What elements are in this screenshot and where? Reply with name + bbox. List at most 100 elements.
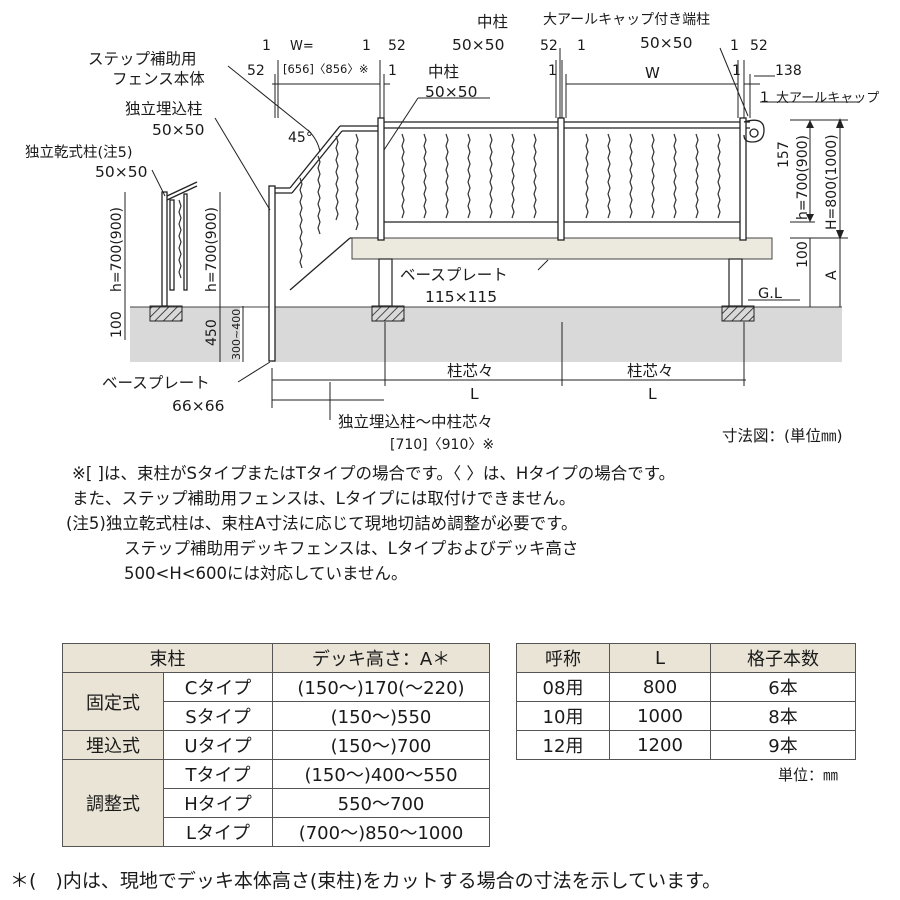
dim-52-d: 52: [750, 38, 768, 54]
deck-support-post-1: [378, 258, 393, 307]
lattice-bar-10: [629, 133, 633, 219]
table-row: Sタイプ (150～)550: [63, 701, 490, 731]
big-r-cap-shape: [743, 119, 765, 143]
deck-support-post-2: [728, 258, 743, 307]
dim-w-right: W: [645, 64, 660, 82]
ground-main: [272, 307, 842, 362]
height-cell: (150～)400～550: [272, 759, 490, 789]
note-5: 500<H<600には対応していません。: [124, 564, 408, 583]
base-plate-main-label: ベースプレート: [400, 266, 508, 284]
dim-h700-left: h=700(900): [109, 207, 125, 292]
dim-450: 450: [204, 319, 220, 346]
footing-end-post: [721, 305, 755, 322]
lattice-bar-8: [585, 133, 589, 219]
base-plate-small-size: 66×66: [172, 397, 224, 415]
end-post-size: 50×50: [640, 34, 692, 52]
header-l: L: [609, 643, 711, 673]
pitch-2-value: L: [648, 385, 657, 403]
deck-board: [351, 237, 773, 260]
lattice-bar-3: [445, 133, 449, 219]
note-3: (注5)独立乾式柱は、束柱A寸法に応じて現地切詰め調整が必要です。: [66, 514, 578, 533]
table-row: 埋込式 Uタイプ (150～)700: [62, 730, 490, 760]
lattice-bar-2: [423, 133, 427, 219]
leader-lines: [151, 47, 860, 420]
dim-h700-mid: h=700(900): [204, 207, 220, 292]
dim-w-top: W=: [290, 39, 314, 54]
height-cell: (150～)700: [272, 730, 490, 760]
dimension-arrows: [806, 118, 844, 240]
table-row: 固定式 Cタイプ (150～)170(～220): [62, 672, 490, 731]
footer-note: ＊( )内は、現地でデッキ本体高さ(束柱)をカットする場合の寸法を示しています。: [10, 870, 722, 892]
gl-label: G.L: [758, 286, 782, 302]
table-row: 12用 1200 9本: [516, 730, 856, 760]
type-cell: Cタイプ: [163, 672, 273, 702]
count-cell: 9本: [710, 730, 856, 760]
type-cell: Sタイプ: [163, 701, 273, 731]
dry-post-size: 50×50: [95, 163, 147, 181]
table-unit: 単位：㎜: [778, 766, 839, 784]
embed-to-mid-label: 独立埋込柱～中柱芯々: [338, 413, 493, 431]
embed-post-label: 独立埋込柱: [125, 100, 203, 118]
lattice-bar-4: [467, 133, 471, 219]
name-cell: 10用: [516, 701, 610, 731]
base-plate-small-label: ベースプレート: [102, 374, 210, 392]
footing-mid-post: [371, 305, 405, 322]
dimension-lines: [124, 60, 848, 408]
pitch-1-label: 柱芯々: [447, 362, 494, 380]
independent-embed-post: [268, 185, 276, 362]
l-cell: 800: [609, 672, 711, 702]
l-cell: 1000: [609, 701, 711, 731]
unit-caption: 寸法図：(単位㎜): [722, 427, 843, 445]
step-fence-frame: [275, 125, 380, 291]
table-row: Hタイプ 550～700: [63, 788, 490, 818]
post-type-table: 束柱 デッキ高さ：A＊ 固定式 Cタイプ (150～)170(～220) Sタイ…: [62, 643, 490, 847]
type-cell: Uタイプ: [163, 730, 273, 760]
l-cell: 1200: [609, 730, 711, 760]
note-4: ステップ補助用デッキフェンスは、Lタイプおよびデッキ高さ: [124, 539, 579, 558]
mid-post-2-label: 中柱: [477, 13, 508, 31]
header-lattice-count: 格子本数: [710, 643, 856, 673]
lattice-bar-6: [511, 133, 515, 219]
dim-1-d: 1: [577, 38, 586, 54]
header-deck-height: デッキ高さ：A＊: [272, 643, 490, 673]
dim-1-g: 1: [732, 63, 741, 79]
mid-post-2-size: 50×50: [452, 36, 504, 54]
dim-300-400: 300~400: [230, 309, 243, 360]
main-fence-frame: [377, 117, 750, 241]
dim-w-values: [656]〈856〉※: [283, 62, 369, 76]
main-fence-lattice: [401, 133, 721, 219]
lattice-bar-5: [489, 133, 493, 219]
fence-dimension-drawing: ステップ補助用 フェンス本体 独立埋込柱 50×50 独立乾式柱(注5) 50×…: [25, 12, 879, 453]
lattice-bar-1: [401, 133, 405, 219]
type-cell: Hタイプ: [163, 788, 273, 818]
type-cell: Lタイプ: [163, 817, 273, 847]
lattice-bar-13: [695, 133, 699, 219]
dim-1-f: 1: [730, 38, 739, 54]
mid-post-1-label: 中柱: [428, 63, 459, 81]
dim-1-b: 1: [362, 38, 371, 54]
table-row: 10用 1000 8本: [516, 701, 856, 731]
dim-52-a: 52: [247, 63, 265, 79]
table-row: 調整式 Tタイプ (150～)400～550: [62, 759, 490, 847]
dim-138: 138: [775, 63, 802, 79]
count-cell: 6本: [710, 672, 856, 702]
dim-100-left: 100: [109, 311, 125, 338]
angle-label: 45°: [288, 130, 313, 146]
pitch-1-value: L: [470, 385, 479, 403]
height-cell: (700～)850～1000: [272, 817, 490, 847]
count-cell: 8本: [710, 701, 856, 731]
end-post-label: 大アールキャップ付き端柱: [543, 12, 710, 28]
name-cell: 08用: [516, 672, 610, 702]
dry-post-lattice: [178, 199, 182, 279]
ground-left: [130, 307, 240, 362]
dim-a: A: [824, 270, 840, 280]
dim-1-e: 1: [548, 63, 557, 79]
step-fence-label-1: ステップ補助用: [88, 50, 197, 68]
group-embedded: 埋込式: [62, 730, 164, 760]
lattice-bar-9: [607, 133, 611, 219]
dim-157: 157: [776, 141, 792, 168]
dim-100-right: 100: [795, 241, 811, 268]
height-cell: 550～700: [272, 788, 490, 818]
embed-to-mid-value: [710]〈910〉※: [390, 437, 494, 453]
table-row: 08用 800 6本: [516, 672, 856, 702]
